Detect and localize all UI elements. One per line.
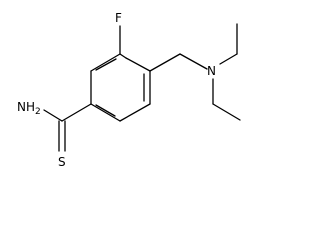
benzene-ring — [90, 53, 151, 122]
ring-bond-6b — [119, 53, 127, 59]
ring-double-bond-2 — [95, 104, 116, 117]
ring-bond-3 — [119, 103, 151, 122]
fluorine-label: F — [115, 11, 122, 25]
ring-bond-6 — [90, 53, 121, 72]
ring-thioamide-bond — [61, 103, 92, 122]
ring-bond-1 — [125, 57, 151, 72]
sulfur-label: S — [58, 155, 66, 169]
ring-ch2-bond — [149, 53, 181, 72]
n-ethyl1-bond — [219, 53, 238, 65]
ethyl2-bond — [212, 103, 241, 121]
ring-double-bond-3 — [95, 58, 117, 71]
ch2-n-bond — [179, 53, 208, 70]
amide-nh: NH — [17, 100, 35, 114]
chemical-structure: F N NH2 S — [17, 11, 241, 169]
amide-nitrogen-label: NH2 — [17, 100, 41, 117]
nitrogen-label: N — [207, 64, 216, 78]
ring-bond-4 — [90, 103, 121, 122]
amide-subscript: 2 — [35, 107, 41, 117]
c-n-amide-bond — [43, 109, 63, 122]
